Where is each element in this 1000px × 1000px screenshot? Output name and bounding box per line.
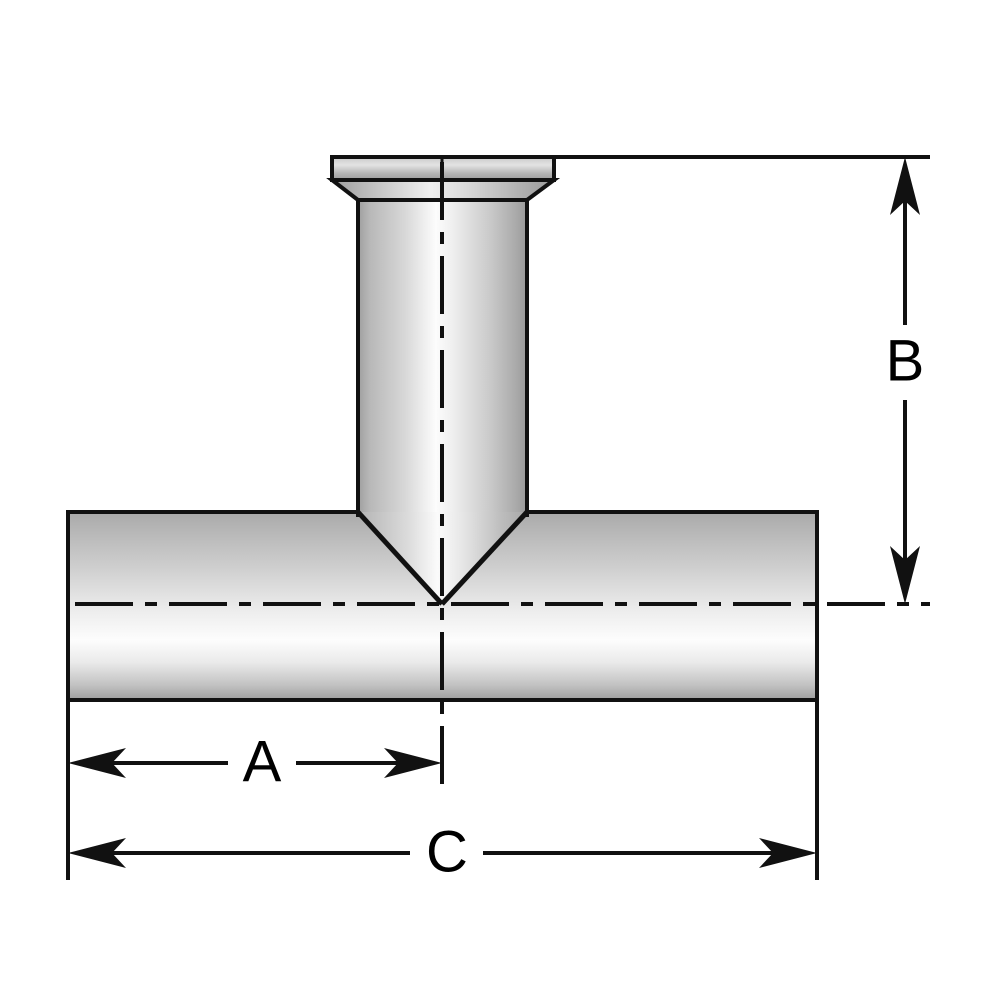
extension-lines [66, 155, 930, 880]
dimension-b-arrow-top [890, 157, 920, 215]
centerlines [75, 162, 930, 790]
weld-line-left [356, 510, 444, 606]
dimension-a-label: A [243, 729, 282, 794]
dimension-c-arrow-left [68, 838, 126, 868]
dimension-a-arrow-right [384, 748, 442, 778]
dimension-c: C [68, 819, 817, 884]
dimension-a: A [68, 729, 442, 794]
dimension-a-arrow-left [68, 748, 126, 778]
dimension-b: B [886, 157, 925, 604]
dimension-c-label: C [426, 819, 468, 884]
dimension-b-arrow-bottom [890, 546, 920, 604]
dimension-c-arrow-right [759, 838, 817, 868]
weld-line-right [440, 510, 529, 606]
dimension-b-label: B [886, 328, 925, 393]
